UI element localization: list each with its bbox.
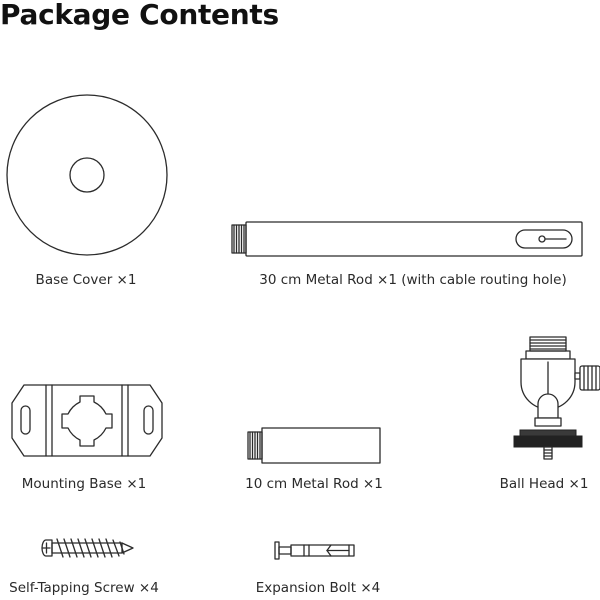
short-metal-rod-illustration (247, 427, 381, 464)
expansion-bolt-label: Expansion Bolt ×4 (255, 580, 381, 596)
expansion-bolt-illustration (274, 541, 355, 560)
self-tapping-screw-illustration (41, 538, 134, 558)
short-metal-rod-label: 10 cm Metal Rod ×1 (245, 476, 383, 492)
ball-head-illustration (513, 336, 600, 460)
base-cover-label: Base Cover ×1 (35, 272, 137, 288)
base-cover-illustration (6, 94, 168, 256)
mounting-base-illustration (11, 384, 163, 457)
page-title: Package Contents (0, 0, 279, 31)
mounting-base-label: Mounting Base ×1 (21, 476, 147, 492)
long-metal-rod-illustration (231, 221, 583, 257)
ball-head-label: Ball Head ×1 (499, 476, 589, 492)
long-metal-rod-label: 30 cm Metal Rod ×1 (with cable routing h… (259, 272, 567, 288)
self-tapping-screw-label: Self-Tapping Screw ×4 (9, 580, 159, 596)
